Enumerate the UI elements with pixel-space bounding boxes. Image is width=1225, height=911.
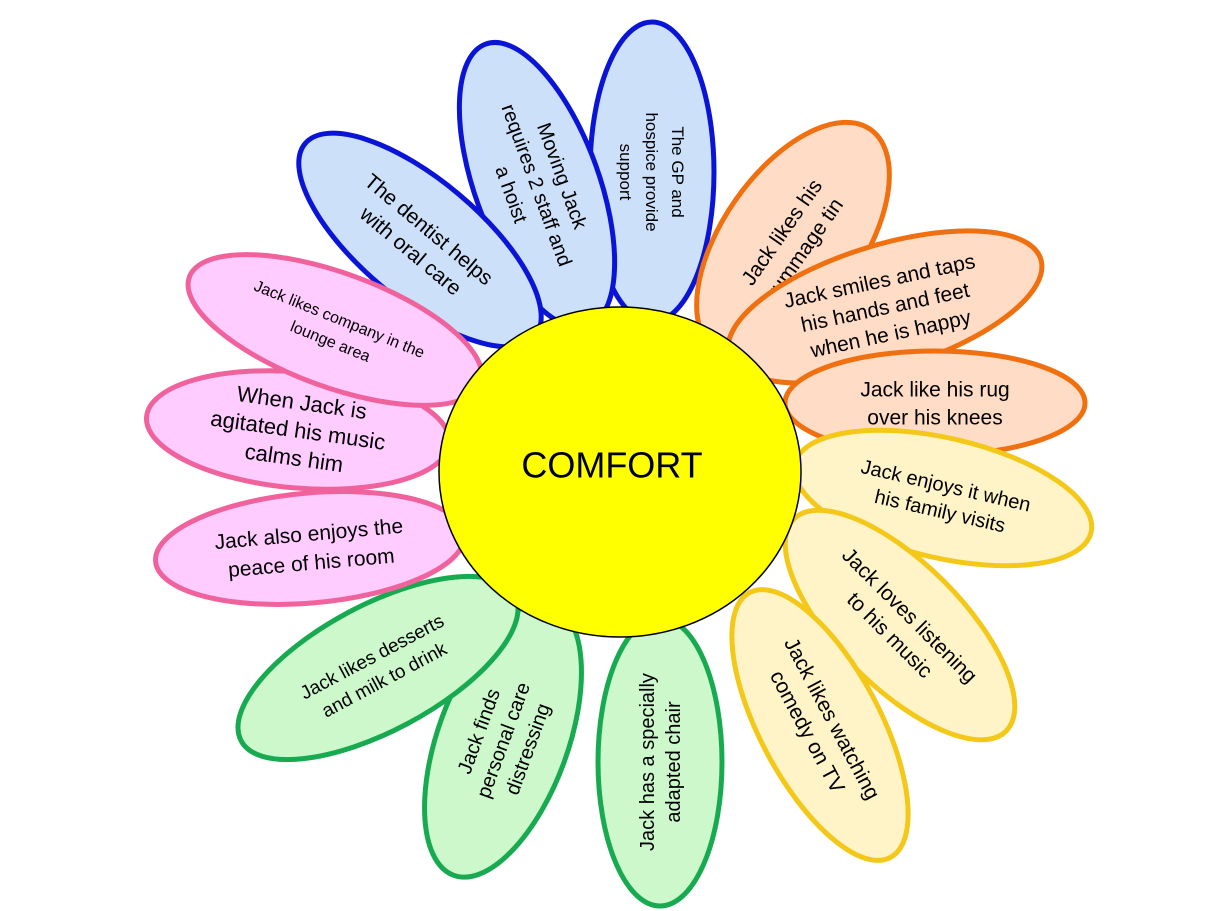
petal-gp-hospice: The GP and hospice provide support xyxy=(587,19,717,325)
petal-desserts: Jack likes dessertsand milk to drink xyxy=(235,573,521,763)
petal-label-line: Jack has a specially xyxy=(637,673,659,851)
petal-dentist: The dentist helpswith oral care xyxy=(296,130,544,350)
petal-rummage-tin: Jack likes hisrummage tin xyxy=(694,119,892,361)
petal-shape xyxy=(729,587,911,863)
petal-smiles-taps: Jack smiles and tapshis hands and feetwh… xyxy=(725,228,1045,386)
petal-label: The GP and hospice provide support xyxy=(616,112,687,231)
center-label: COMFORT xyxy=(521,445,702,486)
petal-label: Jack like his rug over his knees xyxy=(860,378,1009,429)
petal-label-line: Jack like his rug xyxy=(860,378,1009,401)
flower-center: COMFORT xyxy=(438,306,802,638)
petal-shape xyxy=(595,615,725,909)
petal-label-line: support xyxy=(616,144,635,201)
center-circle xyxy=(438,306,802,638)
petal-label-line: hospice provide xyxy=(642,112,661,231)
petal-peace-room: Jack also enjoys thepeace of his room xyxy=(153,489,467,607)
petal-label-line: over his knees xyxy=(867,406,1002,429)
petal-label-line: The GP and xyxy=(668,126,687,217)
petal-comedy: Jack likes watchingcomedy on TV xyxy=(729,587,911,863)
petal-label-line: adapted chair xyxy=(663,701,685,823)
